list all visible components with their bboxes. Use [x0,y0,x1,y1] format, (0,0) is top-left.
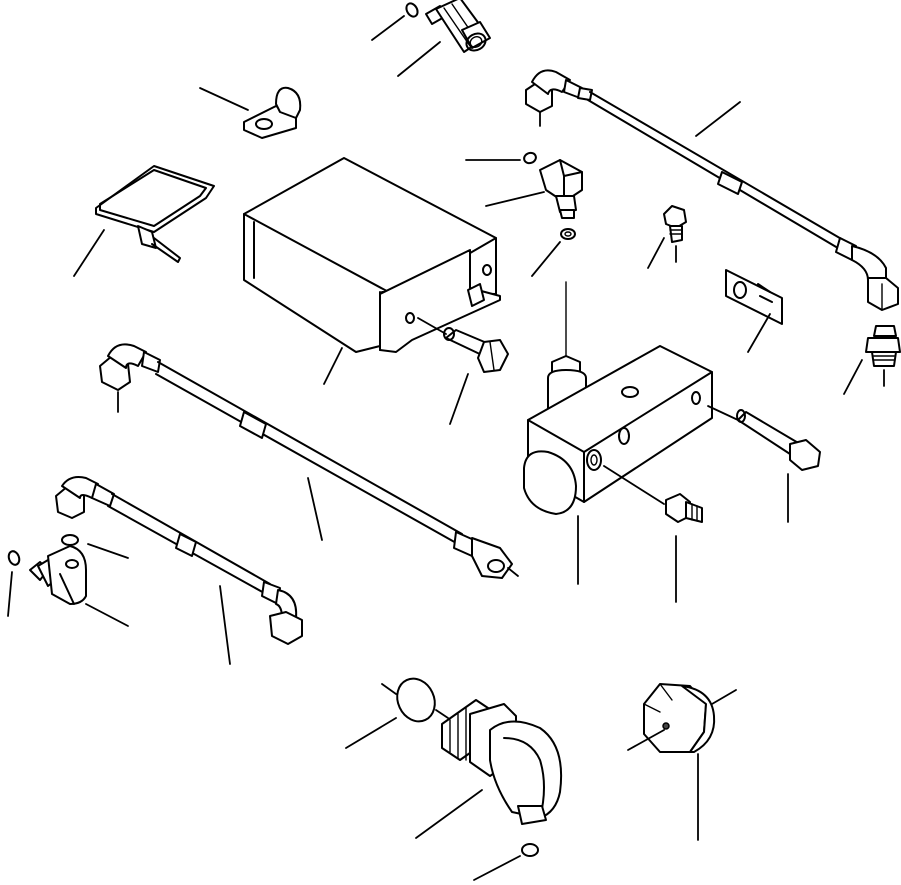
swivel-fitting-top [397,0,491,77]
o-ring-top [371,2,419,41]
valve-block [523,345,713,585]
cable-tie [73,165,215,277]
mounting-bolt-valve [707,405,821,523]
elbow-fitting-left [29,545,129,627]
controller-box [243,157,501,385]
shim-plate [725,269,783,353]
o-ring-center-top [465,151,537,165]
hose-lower-left [55,476,303,665]
bolt-small [647,205,687,269]
plug-fitting [603,465,703,603]
o-ring-hose-left [61,534,129,559]
mounting-bolt-box [417,317,509,425]
o-ring-bottom [473,843,539,881]
elbow-adapter-large [415,699,563,839]
o-ring-center [531,228,576,277]
o-ring-large [345,677,449,749]
hex-plug [627,683,737,841]
clamp [199,86,302,139]
elbow-fitting-center [485,159,583,219]
hose-upper-right [525,69,899,311]
hose-middle-long [99,343,519,579]
connector-right [843,325,901,395]
o-ring-left [7,550,21,617]
